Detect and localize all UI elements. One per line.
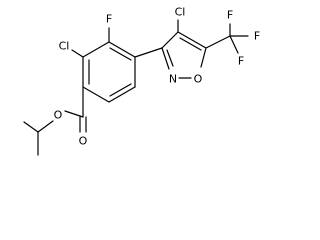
benzene-ring (82, 41, 136, 103)
structure-diagram: F Cl Cl F F F N O O O (23, 6, 260, 156)
bond-c2-isoxazole (134, 47, 163, 58)
atom-label-f: F (254, 30, 260, 43)
bond-c5i-o (200, 47, 207, 68)
bond-c5i-cf3 (205, 35, 231, 49)
isoxazole-ring (161, 31, 207, 79)
atom-label-cl: Cl (175, 6, 186, 19)
bond-ch-ch3-a (23, 121, 39, 133)
atom-label-o: O (79, 135, 88, 148)
atom-label-f: F (238, 55, 244, 68)
bond-c1-c2-inner (109, 47, 132, 61)
bond-c3-c4 (108, 86, 136, 103)
bond-c6-c1 (82, 41, 110, 58)
atom-label-f: F (106, 13, 112, 26)
atom-label-n: N (169, 73, 177, 86)
atom-label-f: F (227, 9, 233, 22)
bond-c4i-c5i (177, 31, 207, 49)
bond-c4i-c5i-inner (179, 37, 202, 51)
bond-c3i-c4i (161, 31, 179, 49)
bond-n-c3i-inner (166, 49, 174, 67)
atom-label-o: O (194, 73, 203, 86)
bond-oester-ch (37, 120, 54, 133)
bond-c6-cl (71, 49, 84, 58)
bond-c4-c5 (82, 86, 110, 103)
bond-cf3-f-down (229, 35, 239, 54)
bond-carbonyl-oester (64, 110, 84, 118)
bond-c3-c4-inner (109, 83, 132, 97)
bond-n-c3i (161, 47, 170, 70)
atom-label-cl: Cl (59, 40, 70, 53)
atom-label-o: O (54, 109, 63, 122)
bond-c1-c2 (108, 41, 136, 58)
